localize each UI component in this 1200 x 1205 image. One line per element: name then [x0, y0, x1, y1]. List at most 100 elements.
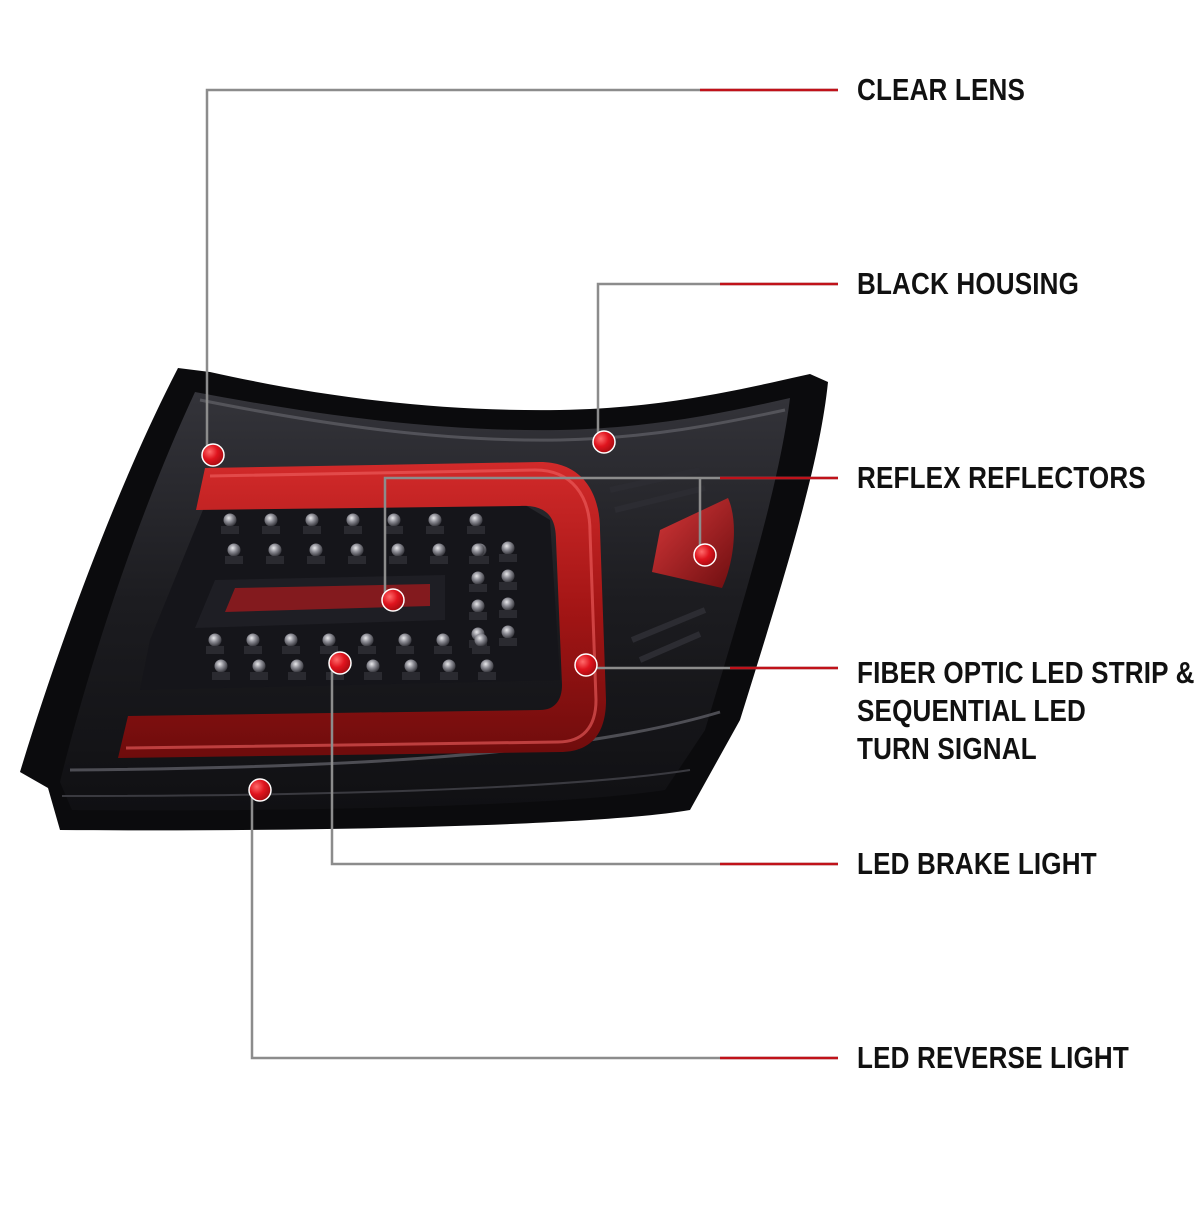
led-emitter	[471, 543, 485, 557]
leader-reverse-light	[250, 792, 838, 1060]
led-socket	[262, 526, 280, 534]
led-socket	[303, 526, 321, 534]
led-emitter	[474, 633, 488, 647]
led-emitter	[469, 513, 483, 527]
led-socket	[266, 556, 284, 564]
led-emitter	[501, 541, 515, 555]
led-emitter	[223, 513, 237, 527]
led-emitter	[252, 659, 266, 673]
led-socket	[344, 526, 362, 534]
label-black-housing: BLACK HOUSING	[857, 268, 1079, 299]
led-socket	[469, 584, 487, 592]
led-socket	[434, 646, 452, 654]
led-emitter	[501, 597, 515, 611]
dot-reflex-reflector-1	[381, 588, 405, 612]
led-emitter	[208, 633, 222, 647]
label-line-1: FIBER OPTIC LED STRIP &	[857, 655, 1195, 690]
lens-lower-trim	[69, 710, 721, 772]
led-emitter	[322, 633, 336, 647]
label-led-brake-light: LED BRAKE LIGHT	[857, 848, 1097, 879]
led-emitter	[227, 543, 241, 557]
led-emitter	[432, 543, 446, 557]
lens-bottom-edge	[61, 769, 691, 797]
led-emitter	[360, 633, 374, 647]
led-emitter	[264, 513, 278, 527]
fiber-optic-bar	[118, 462, 606, 758]
dot-reverse-light	[248, 778, 272, 802]
lens-highlight	[199, 398, 786, 442]
led-socket	[467, 526, 485, 534]
led-socket	[221, 526, 239, 534]
led-emitter	[214, 659, 228, 673]
led-emitter	[471, 571, 485, 585]
led-socket	[478, 672, 496, 680]
led-socket	[430, 556, 448, 564]
led-emitter	[305, 513, 319, 527]
led-socket	[469, 556, 487, 564]
reflector-housing-ridges	[609, 467, 707, 663]
led-emitter	[398, 633, 412, 647]
led-emitter	[442, 659, 456, 673]
led-emitter	[501, 625, 515, 639]
led-array	[206, 513, 517, 680]
dot-brake-light	[328, 651, 352, 675]
led-socket	[385, 526, 403, 534]
led-emitter	[284, 633, 298, 647]
led-socket	[469, 612, 487, 620]
led-socket	[440, 672, 458, 680]
led-socket	[426, 526, 444, 534]
label-led-reverse-light: LED REVERSE LIGHT	[857, 1042, 1129, 1073]
led-socket	[389, 556, 407, 564]
led-socket	[212, 672, 230, 680]
led-emitter	[471, 599, 485, 613]
label-clear-lens: CLEAR LENS	[857, 74, 1025, 105]
dot-reflex-reflector-2	[693, 543, 717, 567]
brake-divider-red	[225, 584, 430, 612]
label-line-3: TURN SIGNAL	[857, 731, 1037, 766]
led-socket	[396, 646, 414, 654]
led-emitter	[309, 543, 323, 557]
label-reflex-reflectors: REFLEX REFLECTORS	[857, 462, 1146, 493]
led-emitter	[501, 569, 515, 583]
dot-clear-lens	[201, 443, 225, 467]
label-line-2: SEQUENTIAL LED	[857, 693, 1087, 728]
led-socket	[499, 610, 517, 618]
leader-brake-light	[330, 666, 838, 866]
dot-black-housing	[592, 430, 616, 454]
led-socket	[282, 646, 300, 654]
leader-reflex-1	[383, 476, 838, 598]
led-emitter	[428, 513, 442, 527]
led-socket	[225, 556, 243, 564]
led-socket	[244, 646, 262, 654]
led-socket	[348, 556, 366, 564]
dot-fiber-optic	[574, 653, 598, 677]
led-socket	[320, 646, 338, 654]
label-line: REFLEX REFLECTORS	[857, 460, 1146, 495]
led-socket	[499, 554, 517, 562]
led-emitter	[366, 659, 380, 673]
label-line: BLACK HOUSING	[857, 266, 1080, 301]
led-emitter	[346, 513, 360, 527]
label-fiber-optic-led-strip: FIBER OPTIC LED STRIP & SEQUENTIAL LED T…	[857, 654, 1195, 768]
led-emitter	[290, 659, 304, 673]
led-socket	[402, 672, 420, 680]
reflex-reflector	[652, 498, 734, 588]
led-socket	[472, 646, 490, 654]
led-emitter	[480, 659, 494, 673]
led-socket	[326, 672, 344, 680]
led-socket	[358, 646, 376, 654]
led-emitter	[387, 513, 401, 527]
led-socket	[499, 638, 517, 646]
led-emitter	[404, 659, 418, 673]
led-socket	[364, 672, 382, 680]
led-emitter	[268, 543, 282, 557]
label-line: LED BRAKE LIGHT	[857, 846, 1097, 881]
label-line: LED REVERSE LIGHT	[857, 1040, 1129, 1075]
led-emitter	[350, 543, 364, 557]
label-line: CLEAR LENS	[857, 72, 1026, 107]
fiber-optic-bar-glow	[125, 468, 598, 750]
led-socket	[288, 672, 306, 680]
callout-dots	[201, 430, 717, 802]
